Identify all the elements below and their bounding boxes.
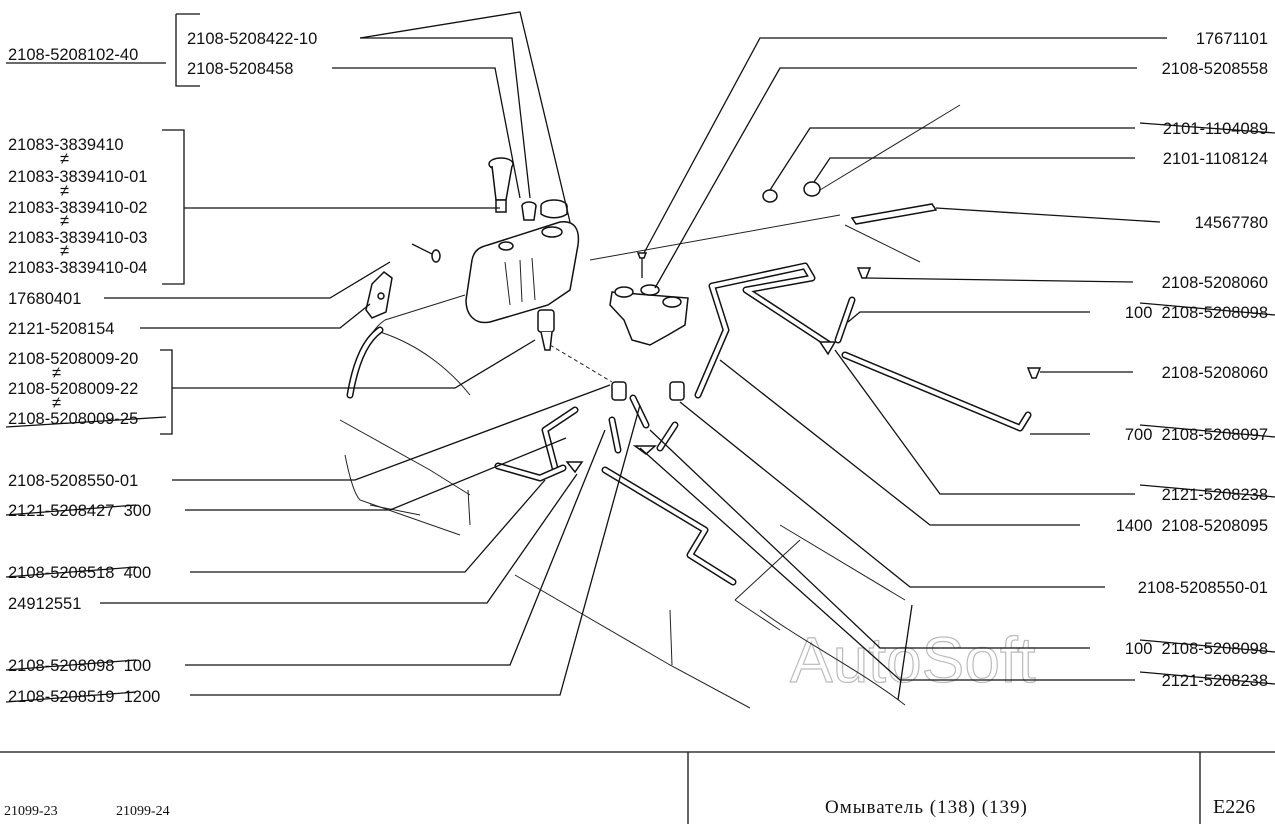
label-hose-1200: 2108-5208519 1200 (8, 688, 160, 706)
variant-marker: ≠ (52, 394, 61, 412)
mounting-bracket (365, 243, 441, 319)
label-motor-4: 21083-3839410-03 (8, 229, 147, 247)
label-motor-2: 21083-3839410-01 (8, 168, 147, 186)
label-motor-1: 21083-3839410 (8, 136, 124, 154)
leader-lines (5, 11, 1275, 703)
washer-pump (537, 309, 555, 351)
filler-neck (488, 157, 514, 213)
label-nozzle-1: 2108-5208009-20 (8, 350, 138, 368)
car-body-outline (339, 104, 961, 709)
label-bracket: 2121-5208154 (8, 320, 114, 338)
label-screw: 17671101 (1196, 30, 1268, 48)
dashed-assembly-line (549, 344, 613, 383)
label-tee-top: 2121-5208238 (1162, 486, 1268, 504)
label-nozzle-3: 2108-5208009-25 (8, 410, 138, 428)
filter-insert (521, 201, 537, 221)
title-block: 21099-23 21099-24 Омыватель (138) (139) … (0, 751, 1275, 824)
label-filter: 2108-5208458 (187, 60, 293, 78)
label-tank-assembly: 2108-5208102-40 (8, 46, 138, 64)
variant-marker: ≠ (52, 364, 61, 382)
label-nozzle-top: 2108-5208060 (1162, 274, 1268, 292)
footer-model-1: 21099-23 (4, 804, 58, 819)
screw (636, 252, 648, 278)
variant-marker: ≠ (60, 150, 69, 168)
right-labels: 17671101 2108-5208558 2101-1104089 2101-… (1116, 30, 1268, 690)
label-nozzle-2: 2108-5208009-22 (8, 380, 138, 398)
label-nozzle-right: 2108-5208060 (1162, 364, 1268, 382)
grommets (762, 181, 821, 203)
label-motor-5: 21083-3839410-04 (8, 259, 147, 277)
label-strap: 14567780 (1195, 214, 1268, 232)
watermark: AutoSoft (790, 624, 1036, 696)
footer-title: Омыватель (138) (139) (825, 797, 1028, 818)
label-nozzle-assembly-right: 2108-5208550-01 (1138, 579, 1268, 597)
variant-marker: ≠ (60, 182, 69, 200)
footer-model-2: 21099-24 (116, 804, 170, 819)
hoses (346, 262, 1032, 586)
tee-connectors (565, 341, 837, 474)
footer-page-code: E226 (1213, 796, 1255, 818)
label-hose-300: 2121-5208427 300 (8, 502, 151, 520)
label-hose-700: 700 2108-5208097 (1125, 426, 1268, 444)
label-reservoir-rear: 2108-5208558 (1162, 60, 1268, 78)
label-hose-100: 2108-5208098 100 (8, 657, 151, 675)
label-tee-bottom: 2121-5208238 (1162, 672, 1268, 690)
label-nozzle-assembly: 2108-5208550-01 (8, 472, 138, 490)
label-grommet-2: 2101-1108124 (1163, 150, 1268, 168)
washer-cap (540, 199, 568, 219)
label-clip: 24912551 (8, 595, 81, 613)
washer-tank (465, 221, 580, 324)
label-grommet-1: 2101-1104089 (1163, 120, 1268, 138)
variant-marker: ≠ (60, 242, 69, 260)
label-hose-1400: 1400 2108-5208095 (1116, 517, 1268, 535)
label-filler-neck: 2108-5208422-10 (187, 30, 317, 48)
label-motor-3: 21083-3839410-02 (8, 199, 147, 217)
nozzles (611, 267, 1042, 401)
label-bolt: 17680401 (8, 290, 81, 308)
strap (850, 203, 938, 225)
label-hose-400: 2108-5208518 400 (8, 564, 151, 582)
variant-marker: ≠ (60, 212, 69, 230)
label-hose-100-top: 100 2108-5208098 (1125, 304, 1268, 322)
left-labels: 2108-5208102-40 2108-5208422-10 2108-520… (8, 30, 317, 706)
rear-reservoir (609, 284, 689, 346)
label-hose-100-bottom: 100 2108-5208098 (1125, 640, 1268, 658)
